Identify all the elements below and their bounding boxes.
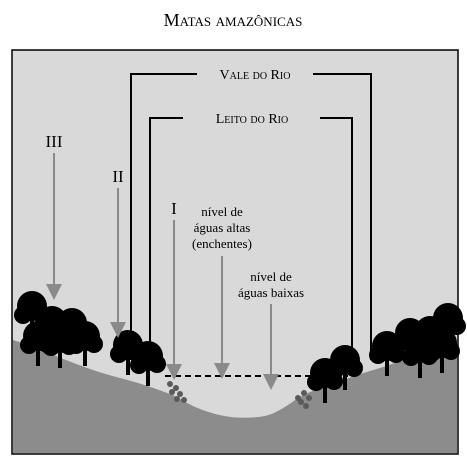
- leito-do-rio-label: Leito do Rio: [216, 112, 288, 127]
- marker-iii: III: [46, 132, 63, 151]
- leito-do-rio-bracket-left: [149, 117, 183, 360]
- high-water-label-line2: águas altas: [194, 220, 251, 235]
- marker-ii: II: [112, 167, 124, 186]
- high-water-label-line3: (enchentes): [192, 236, 252, 251]
- leito-do-rio-bracket-right: [320, 117, 353, 360]
- marker-i: I: [171, 199, 177, 218]
- diagram-title: Matas amazônicas: [164, 10, 303, 30]
- vale-do-rio-bracket-right: [313, 73, 372, 360]
- ground: [13, 340, 457, 453]
- high-water-label-line1: nível de: [201, 204, 243, 219]
- low-water-label-line2: águas baixas: [238, 285, 304, 300]
- low-water-label-line1: nível de: [250, 269, 292, 284]
- riverbank-shrubs-right: [295, 390, 312, 409]
- vale-do-rio-label: Vale do Rio: [220, 68, 291, 83]
- vale-do-rio-bracket-left: [130, 73, 197, 360]
- riverbank-shrubs-left: [167, 381, 187, 403]
